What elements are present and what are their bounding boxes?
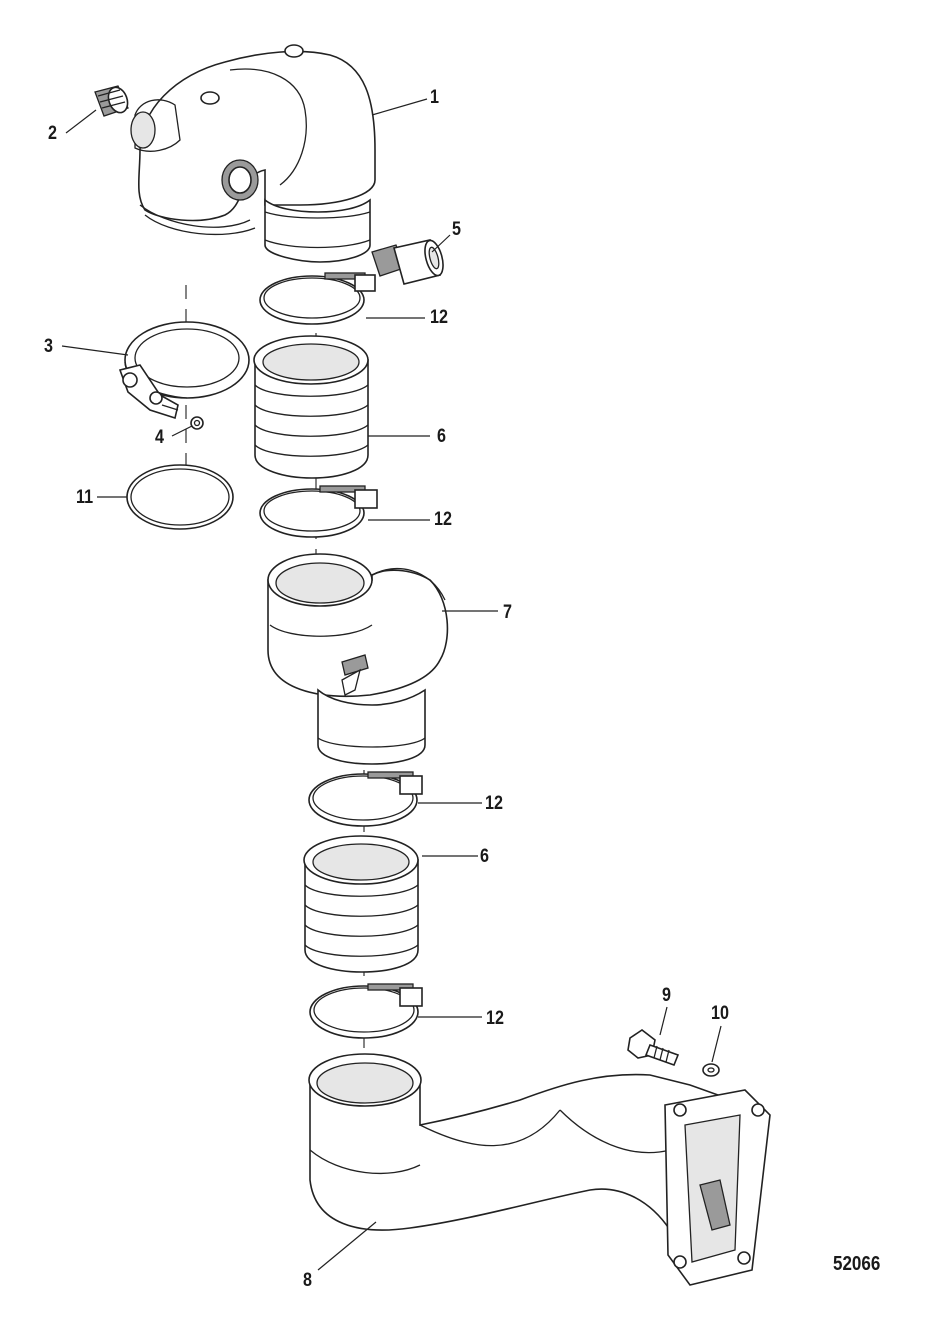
- callout-12-b: 12: [434, 509, 452, 530]
- callout-leader-lines: [61, 98, 722, 1271]
- figure-number: 52066: [833, 1253, 881, 1275]
- callout-2: 2: [48, 123, 57, 144]
- part-3-v-band-clamp: [118, 321, 250, 420]
- callout-6-b: 6: [480, 846, 489, 867]
- part-7-elbow-adapter: [267, 553, 449, 765]
- callout-6-a: 6: [437, 426, 446, 447]
- callout-3: 3: [44, 336, 53, 357]
- part-8-exhaust-pipe: [308, 1053, 771, 1286]
- callout-1: 1: [430, 87, 439, 108]
- part-2-pipe-plug: [94, 85, 129, 117]
- callout-4: 4: [155, 427, 164, 448]
- callout-12-c: 12: [485, 793, 503, 814]
- callout-8: 8: [303, 1270, 312, 1291]
- part-6-exhaust-hose-lower: [303, 835, 419, 973]
- callout-10: 10: [711, 1003, 729, 1024]
- part-5-hose-fitting: [371, 239, 444, 285]
- part-1-exhaust-elbow: [130, 44, 376, 263]
- callout-9: 9: [662, 985, 671, 1006]
- callout-12-a: 12: [430, 307, 448, 328]
- part-9-bolt: [627, 1029, 680, 1067]
- callout-7: 7: [503, 602, 512, 623]
- callout-12-d: 12: [486, 1008, 504, 1029]
- callout-5: 5: [452, 219, 461, 240]
- part-12-hose-clamp-a: [259, 272, 376, 325]
- part-11-seal-ring: [126, 464, 234, 530]
- part-12-hose-clamp-c: [308, 771, 423, 827]
- part-12-hose-clamp-d: [309, 983, 423, 1039]
- callout-11: 11: [76, 487, 94, 508]
- part-12-hose-clamp-b: [259, 485, 378, 538]
- part-6-exhaust-hose-upper: [253, 335, 369, 479]
- part-10-lock-washer: [702, 1063, 720, 1077]
- part-4-nut: [190, 416, 204, 430]
